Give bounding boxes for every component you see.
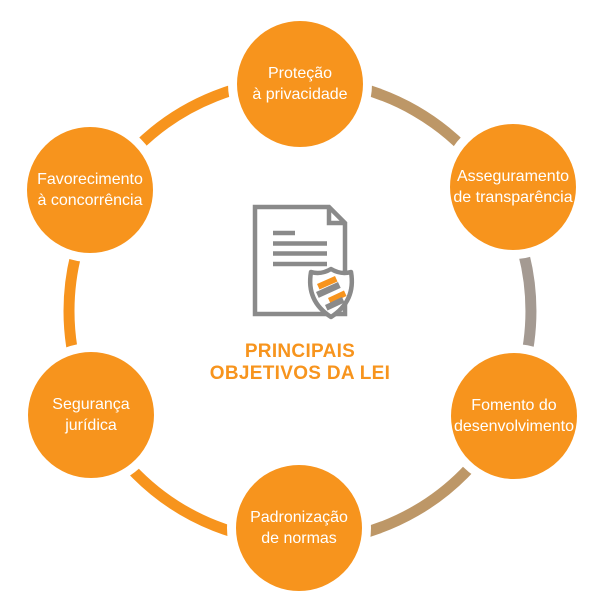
node-fomento-desenvolvimento: Fomento do desenvolvimento [442, 344, 586, 488]
node-asseguramento-transparencia: Asseguramento de transparência [441, 115, 585, 259]
diagram-title-line2: OBJETIVOS DA LEI [209, 362, 391, 384]
node-seguranca-juridica: Segurança jurídica [19, 343, 163, 487]
node-label-line1: Fomento do [471, 397, 557, 414]
node-label-line1: Padronização [250, 509, 348, 526]
node-label: Proteção à privacidade [252, 63, 347, 105]
node-label-line2: de normas [261, 530, 337, 547]
document-fold-corner [326, 207, 345, 226]
node-label: Segurança jurídica [52, 394, 129, 436]
node-label-line2: jurídica [65, 417, 117, 434]
node-label-line1: Segurança [52, 396, 130, 413]
diagram-title-line1: PRINCIPAIS [244, 341, 356, 362]
node-label: Favorecimento à concorrência [37, 169, 143, 211]
node-label: Padronização de normas [250, 507, 348, 549]
node-protecao-privacidade: Proteção à privacidade [228, 12, 372, 156]
node-label: Fomento do desenvolvimento [454, 395, 574, 437]
shield-emblem [316, 276, 347, 311]
shield-outline [307, 266, 355, 320]
document-shield-icon [252, 204, 355, 320]
diagram-title: PRINCIPAIS OBJETIVOS DA LEI [0, 341, 600, 384]
node-label-line1: Proteção [267, 65, 333, 82]
node-favorecimento-concorrencia: Favorecimento à concorrência [18, 118, 162, 262]
node-label-line2: de transparência [453, 189, 573, 206]
node-label-line2: à concorrência [37, 192, 143, 209]
node-padronizacao-normas: Padronização de normas [227, 456, 371, 600]
node-label-line2: desenvolvimento [453, 418, 575, 435]
ring-segment-left-half [63, 74, 301, 548]
document-outline [252, 204, 348, 317]
node-label-line2: à privacidade [252, 86, 348, 103]
node-label-line1: Favorecimento [37, 171, 143, 188]
node-label-line1: Asseguramento [456, 168, 570, 185]
document-text-lines [273, 230, 327, 267]
node-label: Asseguramento de transparência [453, 166, 572, 208]
